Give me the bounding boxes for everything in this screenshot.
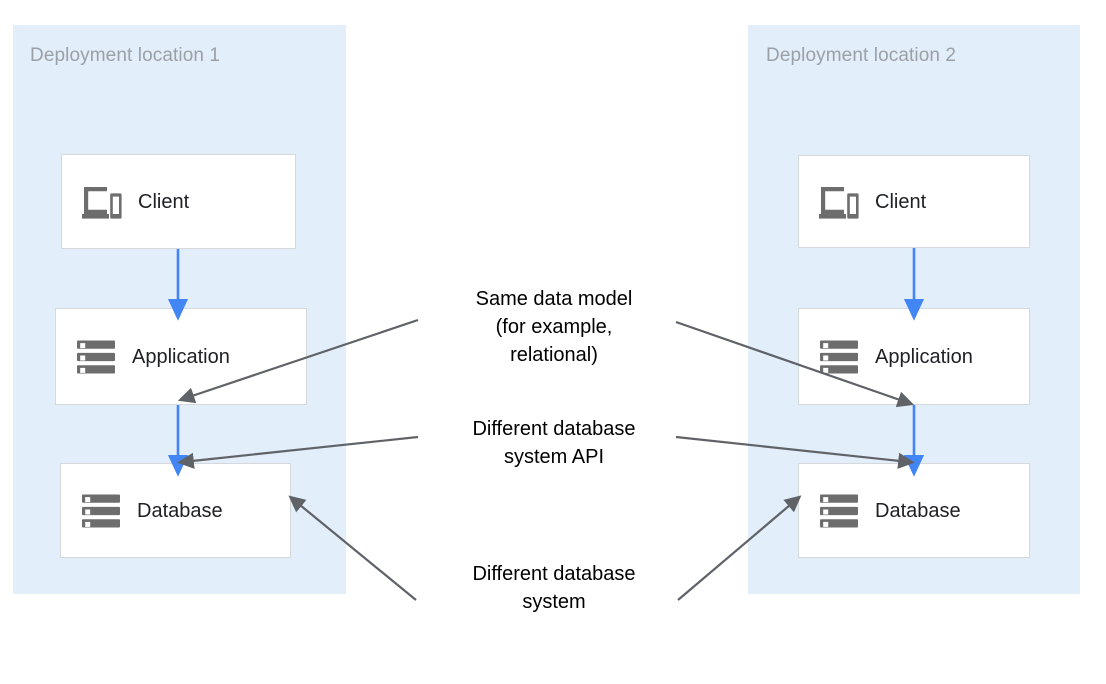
node-application-location-1[interactable]: Application bbox=[55, 308, 307, 405]
node-label: Client bbox=[875, 190, 927, 213]
client-devices-icon bbox=[817, 180, 861, 224]
node-label: Client bbox=[138, 190, 190, 213]
deployment-location-1-label: Deployment location 1 bbox=[30, 45, 221, 66]
node-label: Database bbox=[875, 499, 961, 522]
server-stack-icon bbox=[817, 489, 861, 533]
node-client-location-1[interactable]: Client bbox=[61, 154, 296, 249]
deployment-location-2-label: Deployment location 2 bbox=[766, 45, 957, 66]
callout-same-data-model: Same data model (for example, relational… bbox=[475, 288, 633, 366]
node-label: Application bbox=[875, 345, 973, 368]
node-client-location-2[interactable]: Client bbox=[798, 155, 1030, 248]
node-application-location-2[interactable]: Application bbox=[798, 308, 1030, 405]
node-label: Database bbox=[137, 499, 223, 522]
server-stack-icon bbox=[74, 335, 118, 379]
client-devices-icon bbox=[80, 180, 124, 224]
node-database-location-2[interactable]: Database bbox=[798, 463, 1030, 558]
callout-different-database-system: Different database system bbox=[472, 563, 636, 613]
server-stack-icon bbox=[79, 489, 123, 533]
server-stack-icon bbox=[817, 335, 861, 379]
node-database-location-1[interactable]: Database bbox=[60, 463, 291, 558]
callout-different-database-system-api: Different database system API bbox=[472, 418, 636, 468]
node-label: Application bbox=[132, 345, 230, 368]
